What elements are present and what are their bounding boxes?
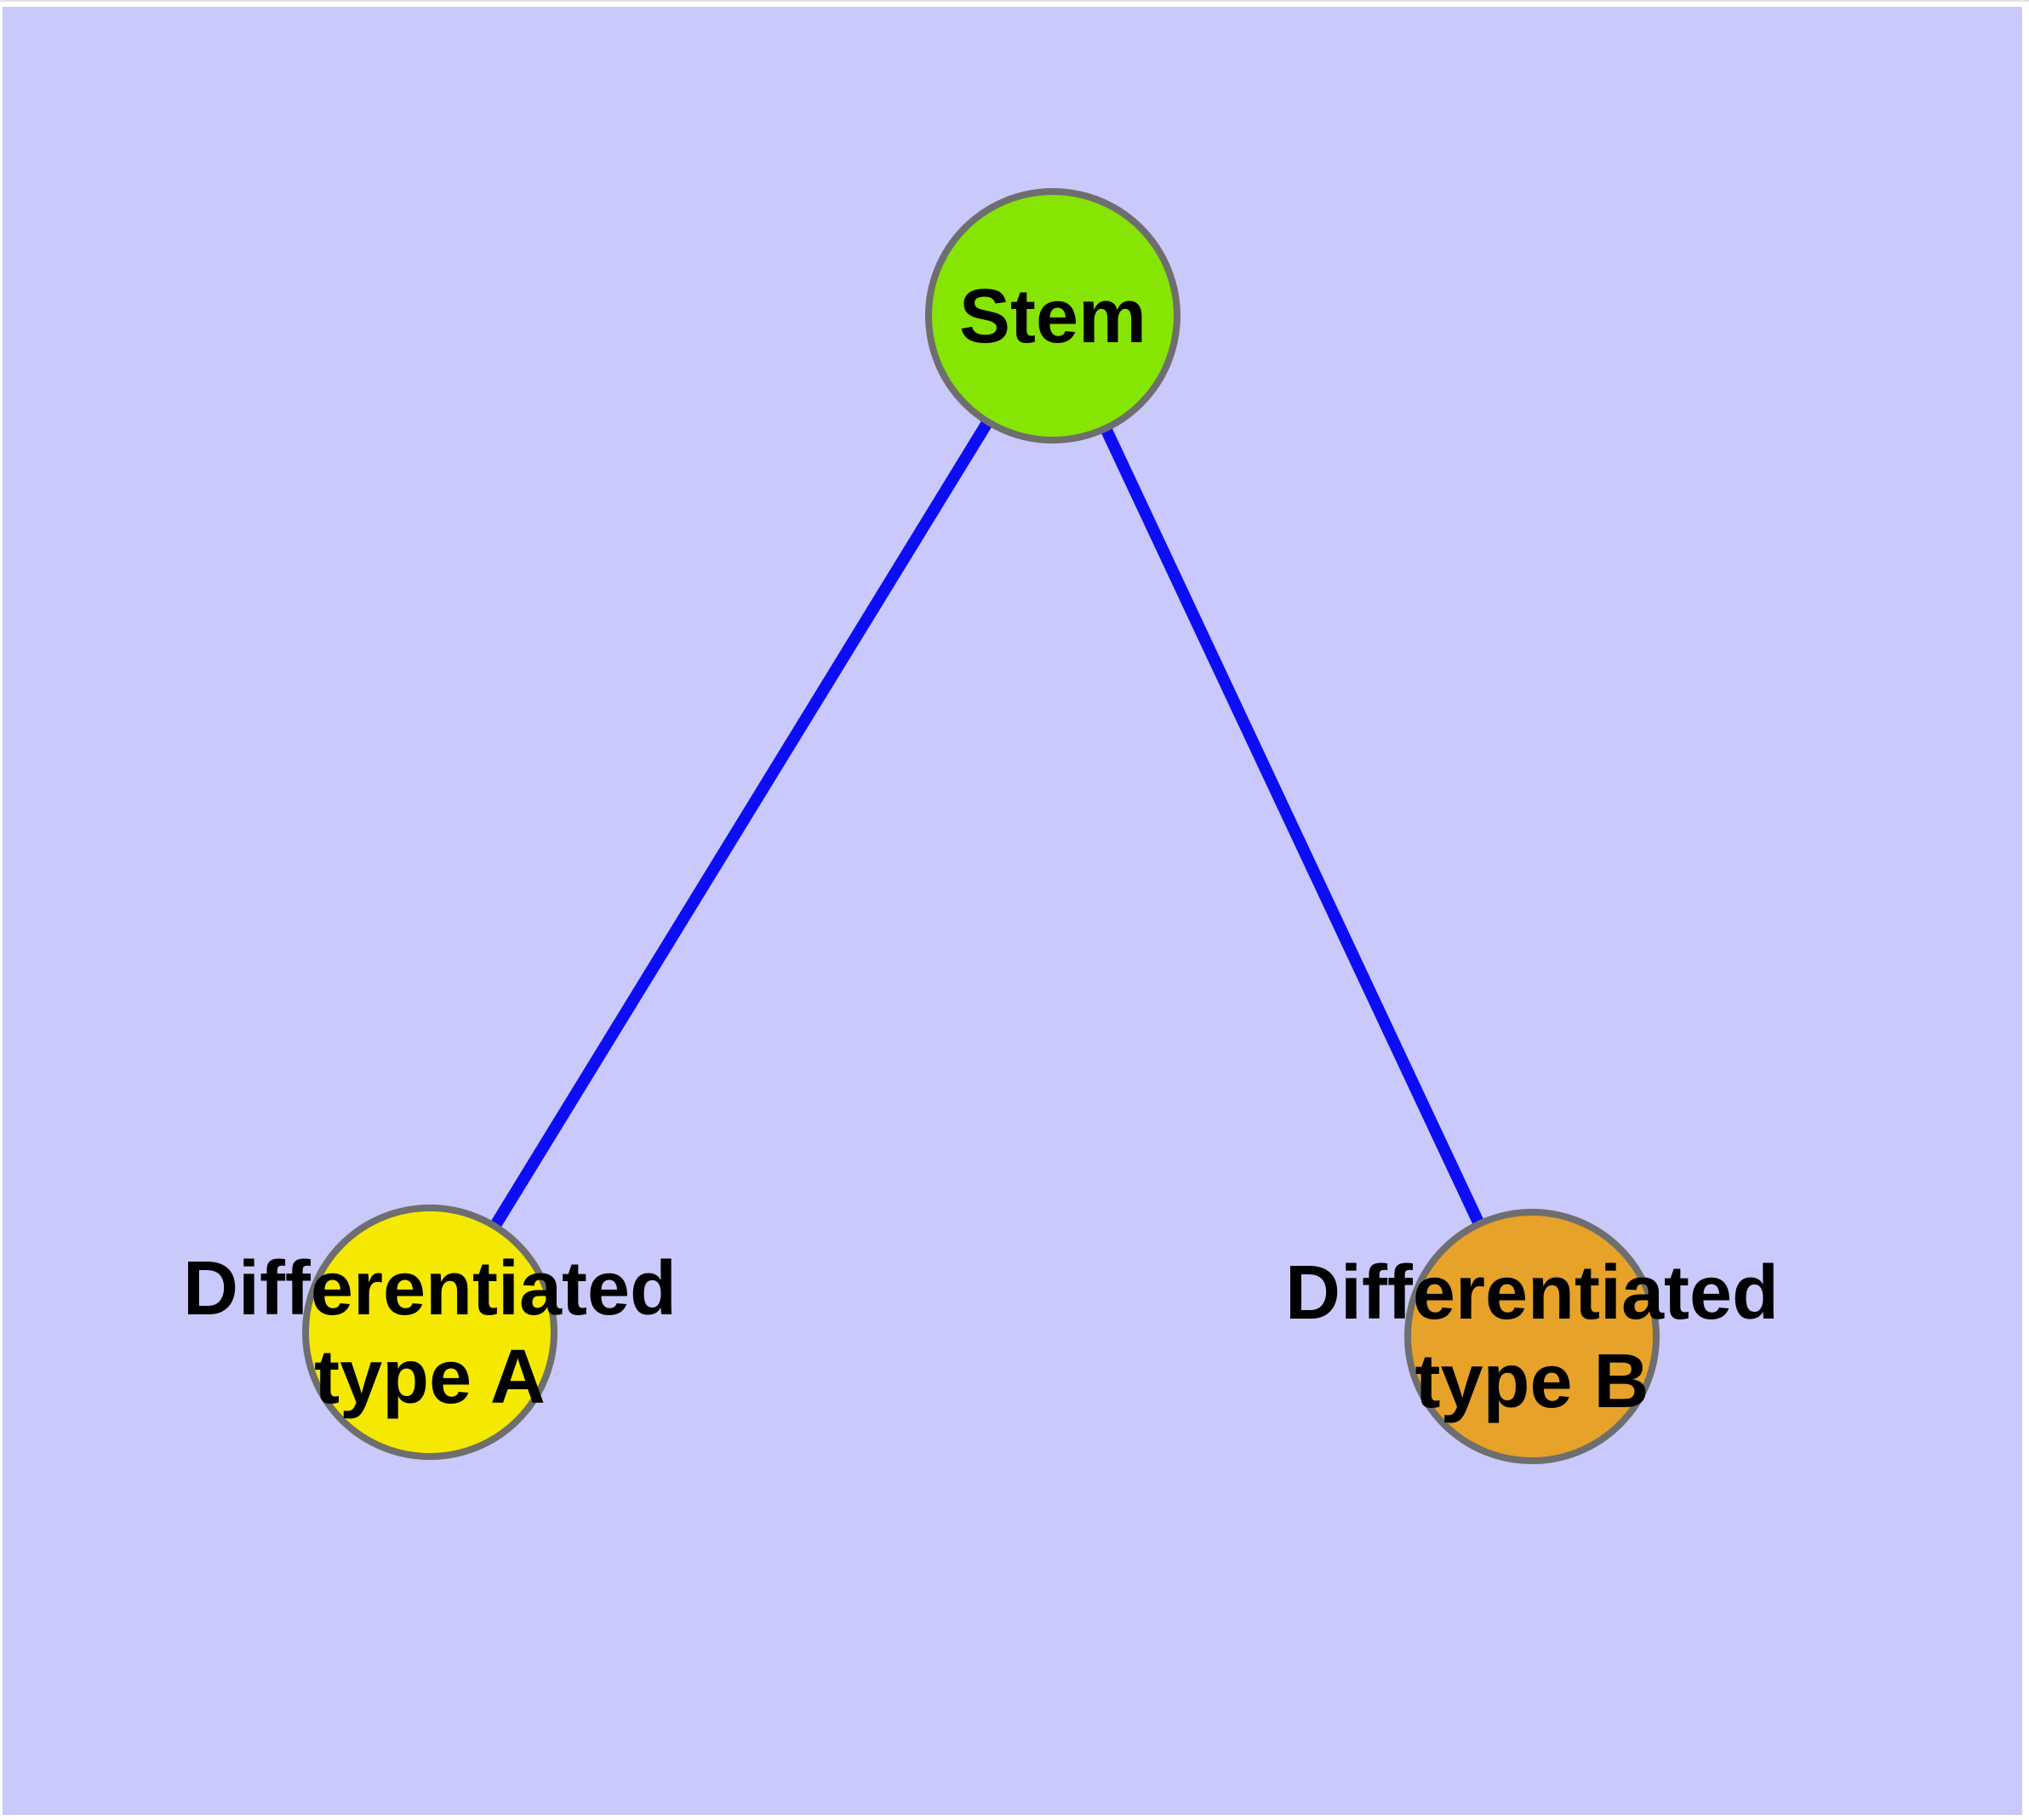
node-circle-differentiated-type-b [1404, 1209, 1660, 1464]
node-label-type-a-line1: Differentiated [183, 1246, 677, 1331]
node-label-stem: Stem [959, 274, 1146, 359]
figure-top-edge [0, 0, 2029, 2]
edge-stem-to-type-a [425, 312, 1058, 1336]
node-circle-differentiated-type-a [302, 1205, 557, 1460]
node-label-type-a-line2: type A [314, 1335, 546, 1420]
edge-stem-to-type-b [1047, 313, 1538, 1339]
node-label-type-b-line2: type B [1415, 1339, 1649, 1424]
node-circle-stem [925, 188, 1180, 444]
node-label-type-b-line1: Differentiated [1285, 1251, 1779, 1336]
